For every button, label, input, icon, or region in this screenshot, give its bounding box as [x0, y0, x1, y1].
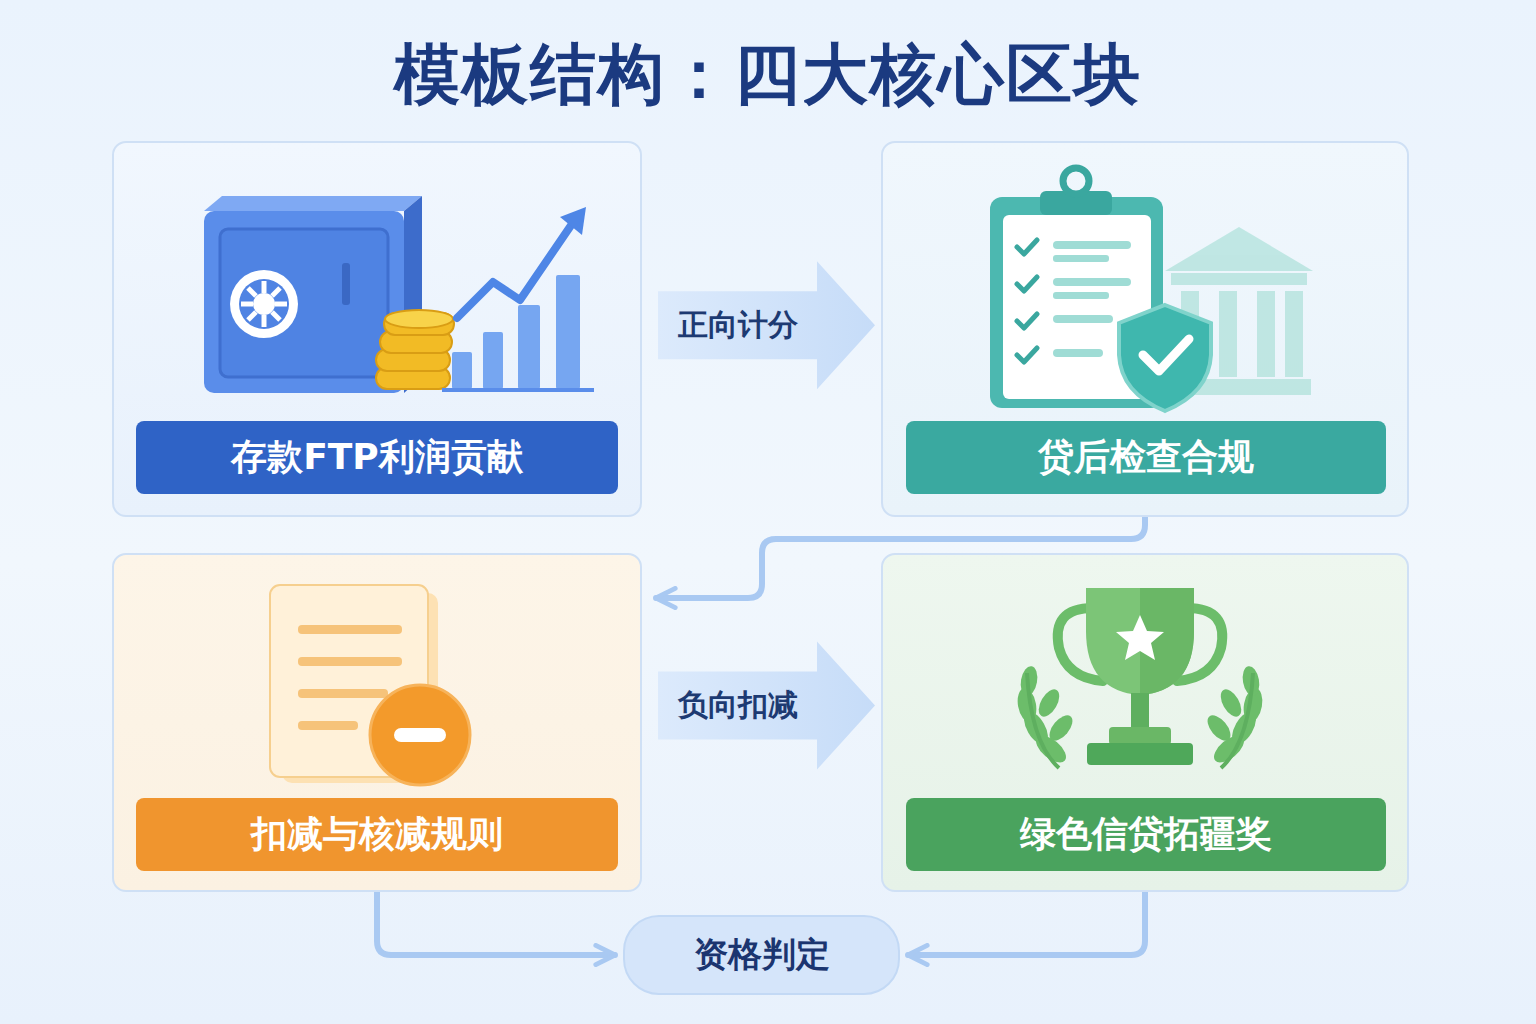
section-panel: 存款FTP利润贡献	[112, 141, 642, 517]
diagram-title: 模板结构：四大核心区块	[0, 30, 1536, 120]
section-panel: 扣减与核减规则	[112, 553, 642, 892]
edge-label: 正向计分	[678, 305, 798, 346]
section-panel: 绿色信贷拓疆奖	[881, 553, 1409, 892]
flow-connector	[908, 892, 1145, 955]
result-pill: 资格判定	[623, 915, 900, 995]
result-label: 资格判定	[694, 932, 830, 978]
section-label: 存款FTP利润贡献	[136, 421, 618, 494]
section-label: 绿色信贷拓疆奖	[906, 798, 1386, 871]
flow-connector	[377, 892, 615, 955]
section-label: 扣减与核减规则	[136, 798, 618, 871]
edge-label: 负向扣减	[678, 685, 798, 726]
section-label: 贷后检查合规	[906, 421, 1386, 494]
section-panel: 贷后检查合规	[881, 141, 1409, 517]
block-arrow	[658, 261, 875, 389]
block-arrow	[658, 642, 875, 770]
